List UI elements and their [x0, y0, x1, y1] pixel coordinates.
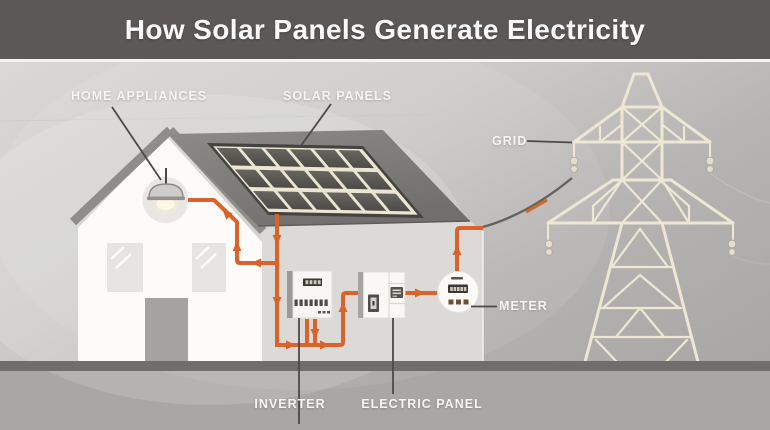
- solar-panel-array: [207, 143, 424, 218]
- wire-meter-to-grid: [455, 226, 483, 271]
- meter-dial: [437, 271, 479, 313]
- ground-line: [0, 361, 770, 371]
- wire-inverter-to-lamp: [188, 198, 276, 265]
- title-bar: How Solar Panels Generate Electricity: [0, 0, 770, 62]
- window: [107, 243, 143, 292]
- label-meter: METER: [499, 299, 548, 313]
- page-title: How Solar Panels Generate Electricity: [124, 13, 646, 45]
- inverter-box: [287, 270, 333, 319]
- grid-cable: [482, 177, 573, 229]
- window: [192, 243, 226, 292]
- label-inverter: INVERTER: [254, 397, 326, 411]
- door: [145, 298, 188, 362]
- label-electric-panel: ELECTRIC PANEL: [361, 397, 483, 411]
- transmission-tower: [546, 72, 735, 364]
- leader-lines: [111, 103, 573, 424]
- home-appliance-lamp-icon: [142, 168, 189, 223]
- electric-panel-box: [358, 271, 406, 319]
- leader-grid: [526, 140, 573, 144]
- leader-solar-panels: [299, 103, 332, 148]
- insulators: [544, 156, 737, 256]
- label-grid: GRID: [492, 134, 528, 148]
- flow-arrows: [222, 209, 462, 350]
- label-home-appliances: HOME APPLIANCES: [71, 89, 208, 103]
- leader-home-appliances: [111, 106, 162, 181]
- house-facade: [78, 136, 262, 362]
- label-solar-panels: SOLAR PANELS: [283, 89, 392, 103]
- wire-bus-to-panel: [275, 291, 358, 347]
- faint-cables: [480, 172, 770, 265]
